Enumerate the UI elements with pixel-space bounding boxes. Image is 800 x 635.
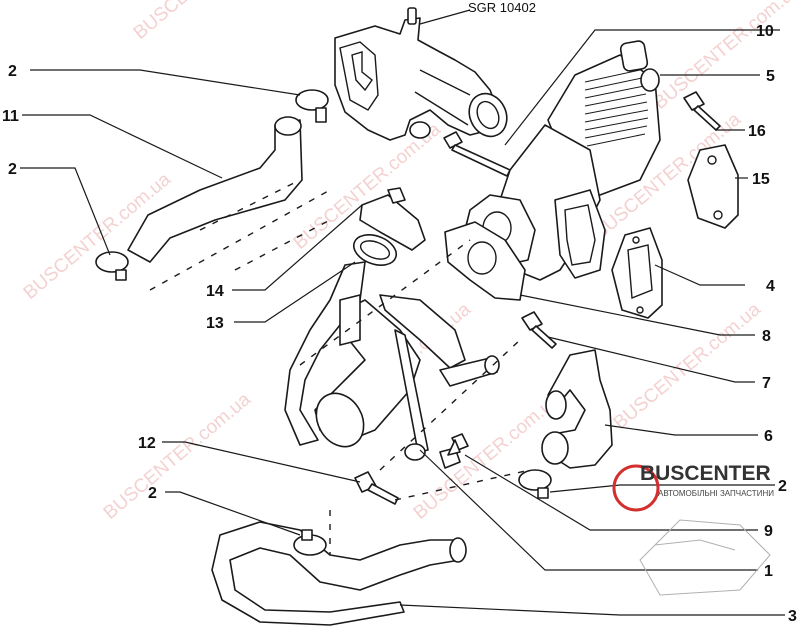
part-thermostat-housing <box>334 7 508 141</box>
leader-13 <box>234 261 356 323</box>
callout-14: 14 <box>206 283 224 300</box>
leader-3 <box>399 604 785 616</box>
leader-2d <box>165 491 301 536</box>
callout-10: 10 <box>756 23 774 40</box>
part-clamp-2 <box>95 251 129 281</box>
leader-10 <box>504 29 780 146</box>
callout-2: 2 <box>148 485 157 502</box>
callout-7: 7 <box>762 375 771 392</box>
part-clamp-2 <box>295 89 329 123</box>
leader-2c <box>549 484 775 493</box>
drawing-code-label: SGR 10402 <box>468 0 536 15</box>
leader-11 <box>22 114 223 179</box>
logo-ring <box>612 464 660 512</box>
part-flange-14 <box>359 187 426 251</box>
part-gasket-4 <box>611 227 663 319</box>
part-bolt-7 <box>521 311 557 349</box>
buscenter-logo: BUSCENTER АВТОМОБІЛЬНІ ЗАПЧАСТИНИ <box>612 462 774 596</box>
part-hose-3 <box>211 521 467 626</box>
callout-15: 15 <box>752 171 770 188</box>
callout-16: 16 <box>748 123 766 140</box>
part-clamp-2 <box>518 469 552 499</box>
leader-8 <box>519 294 755 336</box>
construction-lines <box>149 179 531 555</box>
watermark-text: BUSCENTER.com.ua <box>100 389 255 524</box>
part-oring-13 <box>352 234 398 266</box>
watermark-text: BUSCENTER.com.ua <box>130 0 285 44</box>
callout-13: 13 <box>206 315 224 332</box>
part-gasket-8 <box>444 221 526 301</box>
leader-4 <box>654 264 745 286</box>
leader-1 <box>419 449 758 571</box>
watermark-text: BUSCENTER.com.ua <box>650 0 800 114</box>
leader-7 <box>547 336 755 383</box>
logo-tagline: АВТОМОБІЛЬНІ ЗАПЧАСТИНИ <box>658 489 774 498</box>
callout-3: 3 <box>788 608 797 625</box>
part-cooler-assembly <box>284 261 500 461</box>
watermark-text: BUSCENTER.com.ua <box>410 389 565 524</box>
leader-lines <box>20 9 785 616</box>
watermark-text: BUSCENTER.com.ua <box>610 299 765 434</box>
callout-6: 6 <box>764 428 773 445</box>
leader-12 <box>162 441 361 483</box>
callout-11: 11 <box>2 108 19 125</box>
callout-2: 2 <box>8 63 17 80</box>
callout-2: 2 <box>778 478 787 495</box>
callout-4: 4 <box>766 278 775 295</box>
logo-van-sketch <box>654 539 736 551</box>
part-hose-11 <box>127 116 303 263</box>
leader-14 <box>232 204 363 291</box>
leader-2a <box>30 69 301 96</box>
callout-5: 5 <box>766 68 775 85</box>
logo-van-sketch <box>639 519 771 596</box>
part-bolt-16 <box>683 91 721 131</box>
callout-8: 8 <box>762 328 771 345</box>
logo-name: BUSCENTER <box>640 462 771 485</box>
callout-labels: SGR 10402 2 11 2 10 5 16 15 4 14 13 8 7 … <box>2 0 797 625</box>
part-bolt-12 <box>354 471 399 505</box>
part-bolt-9 <box>439 433 469 469</box>
callout-9: 9 <box>764 523 773 540</box>
part-long-bolt <box>443 131 511 177</box>
part-pipe-6 <box>541 349 613 469</box>
part-plate-15 <box>687 144 739 229</box>
leader-code <box>419 9 471 25</box>
part-clamp-2 <box>293 529 327 556</box>
leader-6 <box>604 424 758 436</box>
leader-2b <box>20 167 111 256</box>
callout-1: 1 <box>764 563 773 580</box>
callout-2: 2 <box>8 161 17 178</box>
leader-9 <box>464 454 758 531</box>
callout-12: 12 <box>138 435 156 452</box>
